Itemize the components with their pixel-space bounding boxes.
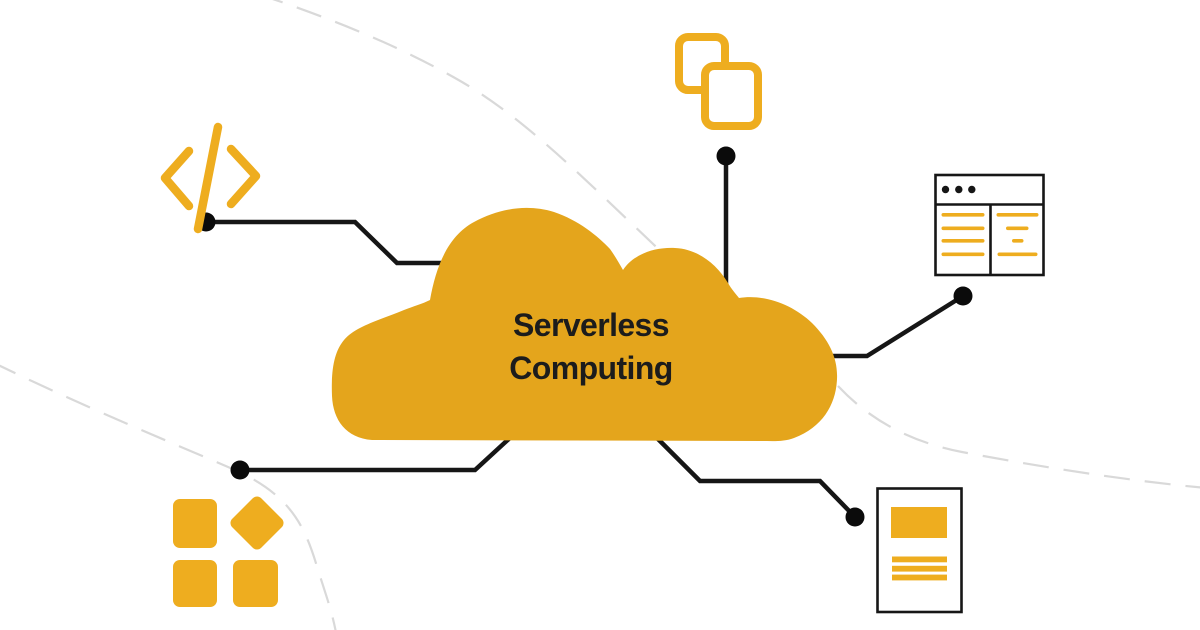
browser-menu-dot (968, 185, 976, 194)
dashed-arc-bottom-left (0, 364, 337, 630)
cloud-shape (331, 207, 838, 442)
dashed-arc-top-left (272, 0, 669, 259)
code-icon-right-chevron (226, 144, 261, 209)
app-grid-icon (173, 496, 284, 607)
cloud-title-line2: Computing (509, 350, 672, 386)
code-icon (160, 122, 261, 234)
browser-menu-dot (941, 185, 950, 194)
app-grid-square-bottom-right (233, 560, 278, 607)
copy-squares-icon (675, 33, 762, 130)
connector-document (654, 435, 857, 519)
document-page (876, 487, 963, 614)
cloud: Serverless Computing (331, 207, 838, 442)
code-icon-left-chevron (160, 146, 194, 211)
browser-left-column-text (941, 213, 985, 257)
code-icon-slash (193, 122, 223, 234)
document-image-block (891, 507, 947, 538)
connector-code (206, 219, 448, 266)
app-grid-square-top-left (173, 499, 217, 548)
connector-node-document (845, 507, 865, 527)
browser-right-column-text (996, 213, 1039, 257)
app-grid-square-bottom-left (173, 560, 217, 607)
app-grid-diamond (230, 496, 284, 550)
connector-grid (240, 434, 514, 473)
browser-window-icon (934, 173, 1045, 277)
dashed-arc-right (837, 385, 1200, 489)
browser-menu-dot (955, 185, 963, 194)
connector-node-grid (230, 460, 250, 480)
connector-node-copy (716, 146, 736, 166)
cloud-title-line1: Serverless (513, 307, 669, 343)
document-icon (876, 487, 963, 614)
copy-squares-front (701, 62, 762, 130)
document-text-lines (892, 556, 947, 581)
connector-node-browser (953, 286, 973, 306)
